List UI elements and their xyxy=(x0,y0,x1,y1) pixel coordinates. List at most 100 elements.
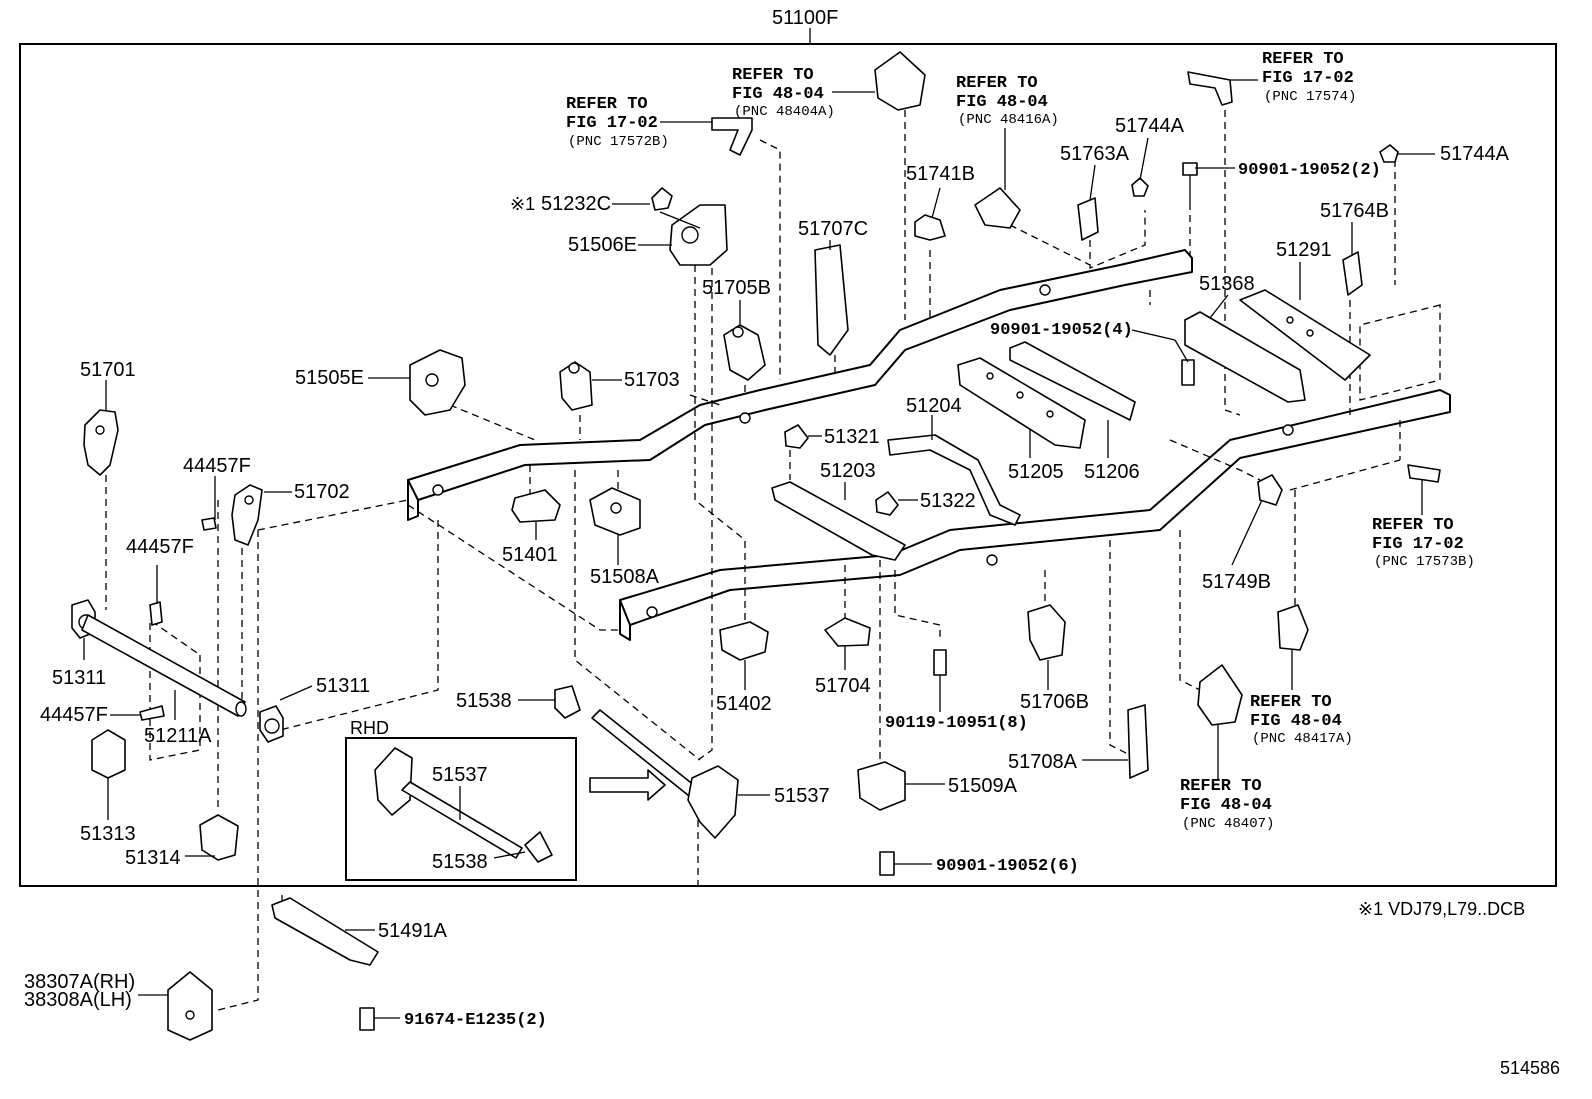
crossmember-51204[interactable] xyxy=(887,434,1021,526)
main-part-label[interactable]: 51100F xyxy=(772,7,838,29)
label-51506E[interactable]: 51506E xyxy=(568,234,637,256)
label-51538-main[interactable]: 51538 xyxy=(456,690,512,712)
bracket-17574[interactable] xyxy=(1187,71,1233,106)
label-51704[interactable]: 51704 xyxy=(815,675,871,697)
label-51322[interactable]: 51322 xyxy=(920,490,976,512)
part-51707C[interactable] xyxy=(814,244,849,356)
ref-48404A[interactable]: REFER TO FIG 48-04 (PNC 48404A) xyxy=(732,66,835,120)
part-51741B[interactable] xyxy=(914,214,946,241)
label-51203[interactable]: 51203 xyxy=(820,460,876,482)
label-44457F-b[interactable]: 44457F xyxy=(126,536,194,558)
part-51509A[interactable] xyxy=(857,761,906,811)
label-51744A-a[interactable]: 51744A xyxy=(1115,115,1185,137)
label-51763A[interactable]: 51763A xyxy=(1060,143,1130,165)
label-51205[interactable]: 51205 xyxy=(1008,461,1064,483)
bolt-91674-E1235-2[interactable] xyxy=(359,1007,375,1031)
label-51508A[interactable]: 51508A xyxy=(590,566,660,588)
part-51232C[interactable] xyxy=(651,187,673,211)
label-51744A-b[interactable]: 51744A xyxy=(1440,143,1510,165)
bolt-90119-10951-8[interactable] xyxy=(933,649,947,676)
label-51702[interactable]: 51702 xyxy=(294,481,350,503)
label-51311-a[interactable]: 51311 xyxy=(52,667,106,689)
label-51206[interactable]: 51206 xyxy=(1084,461,1140,483)
crossmember-51368[interactable] xyxy=(1184,311,1306,403)
bracket-38307A-38308A[interactable] xyxy=(167,971,213,1041)
label-bolt-90901-6[interactable]: 90901-19052(6) xyxy=(936,857,1079,876)
bracket-44457F-lower[interactable] xyxy=(139,705,165,721)
bracket-17573B[interactable] xyxy=(1407,464,1441,483)
label-bolt-90901-2[interactable]: 90901-19052(2) xyxy=(1238,161,1381,180)
part-51702[interactable] xyxy=(231,484,263,546)
part-51491A[interactable] xyxy=(271,897,379,966)
crossmember-51211A[interactable] xyxy=(81,614,247,717)
part-51401[interactable] xyxy=(511,489,561,523)
part-51749B[interactable] xyxy=(1257,474,1283,506)
label-51701[interactable]: 51701 xyxy=(80,359,136,381)
bracket-48407[interactable] xyxy=(1197,664,1243,726)
label-51538-inset[interactable]: 51538 xyxy=(432,851,488,873)
ref-48407[interactable]: REFER TO FIG 48-04 (PNC 48407) xyxy=(1180,777,1274,832)
part-51705B[interactable] xyxy=(723,324,766,381)
label-38307A[interactable]: 38307A(RH) xyxy=(24,971,135,993)
label-51211A[interactable]: 51211A xyxy=(144,725,212,747)
bolt-90901-19052-6[interactable] xyxy=(879,851,895,876)
label-51537-main[interactable]: 51537 xyxy=(774,785,830,807)
label-38308A[interactable]: 38308A(LH) xyxy=(24,989,132,1011)
clip-51744A-b[interactable] xyxy=(1379,144,1399,163)
part-51708A[interactable] xyxy=(1127,704,1149,779)
part-51402[interactable] xyxy=(719,621,769,661)
label-44457F-a[interactable]: 44457F xyxy=(183,455,251,477)
label-51505E[interactable]: 51505E xyxy=(295,367,364,389)
label-51232C[interactable]: 51232C xyxy=(541,193,611,215)
label-51708A[interactable]: 51708A xyxy=(1008,751,1078,773)
label-51368[interactable]: 51368 xyxy=(1199,273,1255,295)
part-51706B[interactable] xyxy=(1027,604,1066,661)
part-51314[interactable] xyxy=(199,814,239,861)
label-bolt-91674-2[interactable]: 91674-E1235(2) xyxy=(404,1011,547,1030)
label-51509A[interactable]: 51509A xyxy=(948,775,1018,797)
crossmember-51205[interactable] xyxy=(957,357,1086,449)
bracket-48416A[interactable] xyxy=(974,187,1021,229)
label-51705B[interactable]: 51705B xyxy=(702,277,771,299)
bolt-90901-19052-4[interactable] xyxy=(1181,359,1195,386)
label-51313[interactable]: 51313 xyxy=(80,823,136,845)
part-51704[interactable] xyxy=(824,617,871,647)
crossmember-51537-main[interactable] xyxy=(591,709,739,839)
ref-17574[interactable]: REFER TO FIG 17-02 (PNC 17574) xyxy=(1262,50,1356,105)
bolt-90901-19052-2[interactable] xyxy=(1182,162,1198,210)
ref-17572B[interactable]: REFER TO FIG 17-02 (PNC 17572B) xyxy=(566,95,669,150)
bracket-44457F-mid[interactable] xyxy=(149,601,163,626)
label-bolt-90119-8[interactable]: 90119-10951(8) xyxy=(885,714,1028,733)
label-44457F-c[interactable]: 44457F xyxy=(40,704,108,726)
bracket-51322[interactable] xyxy=(875,491,899,516)
label-51707C[interactable]: 51707C xyxy=(798,218,868,240)
ref-48416A[interactable]: REFER TO FIG 48-04 (PNC 48416A) xyxy=(956,74,1059,128)
part-51508A[interactable] xyxy=(589,487,641,536)
ref-17573B[interactable]: REFER TO FIG 17-02 (PNC 17573B) xyxy=(1372,516,1475,570)
bushing-51311-right[interactable] xyxy=(259,705,284,743)
crossmember-51291[interactable] xyxy=(1239,289,1371,381)
crossmember-51203[interactable] xyxy=(771,481,906,561)
bracket-48417A[interactable] xyxy=(1277,604,1309,651)
label-51401[interactable]: 51401 xyxy=(502,544,558,566)
ref-48417A[interactable]: REFER TO FIG 48-04 (PNC 48417A) xyxy=(1250,693,1353,747)
label-51402[interactable]: 51402 xyxy=(716,693,772,715)
part-51764B[interactable] xyxy=(1342,251,1363,296)
bracket-48404A[interactable] xyxy=(874,51,926,111)
label-51764B[interactable]: 51764B xyxy=(1320,200,1389,222)
part-51703[interactable] xyxy=(559,361,593,411)
part-51506E[interactable] xyxy=(669,204,728,266)
label-bolt-90901-4[interactable]: 90901-19052(4) xyxy=(990,321,1133,340)
part-51763A[interactable] xyxy=(1077,197,1099,241)
label-51491A[interactable]: 51491A xyxy=(378,920,448,942)
bracket-17572B[interactable] xyxy=(711,117,753,156)
bracket-51321[interactable] xyxy=(784,424,809,449)
label-51314[interactable]: 51314 xyxy=(125,847,181,869)
part-51538-main[interactable] xyxy=(554,685,581,719)
label-51749B[interactable]: 51749B xyxy=(1202,571,1271,593)
label-51706B[interactable]: 51706B xyxy=(1020,691,1089,713)
part-51701[interactable] xyxy=(83,409,119,476)
label-51311-b[interactable]: 51311 xyxy=(316,675,370,697)
label-51321[interactable]: 51321 xyxy=(824,426,880,448)
part-51505E[interactable] xyxy=(409,349,466,416)
